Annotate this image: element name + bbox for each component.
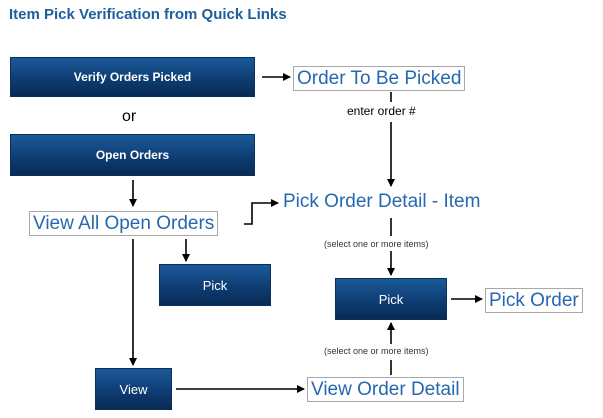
pick-button-center[interactable]: Pick	[335, 278, 447, 320]
select-items-label-bottom: (select one or more items)	[324, 346, 429, 356]
select-items-label-top: (select one or more items)	[324, 239, 429, 249]
view-all-open-orders-link[interactable]: View All Open Orders	[29, 211, 219, 236]
view-button[interactable]: View	[95, 368, 172, 410]
verify-orders-picked-button[interactable]: Verify Orders Picked	[10, 57, 255, 97]
or-label: or	[122, 108, 137, 125]
open-orders-button[interactable]: Open Orders	[10, 134, 255, 176]
pick-order-detail-item-link[interactable]: Pick Order Detail - Item	[283, 191, 481, 212]
arrow-view-all-to-detail	[244, 199, 279, 225]
order-to-be-picked-link[interactable]: Order To Be Picked	[293, 66, 466, 91]
page-title: Item Pick Verification from Quick Links	[9, 6, 287, 23]
view-order-detail-link[interactable]: View Order Detail	[307, 377, 464, 402]
pick-order-link[interactable]: Pick Order	[485, 288, 583, 313]
pick-button-left[interactable]: Pick	[159, 264, 271, 306]
enter-order-label: enter order #	[347, 104, 416, 118]
